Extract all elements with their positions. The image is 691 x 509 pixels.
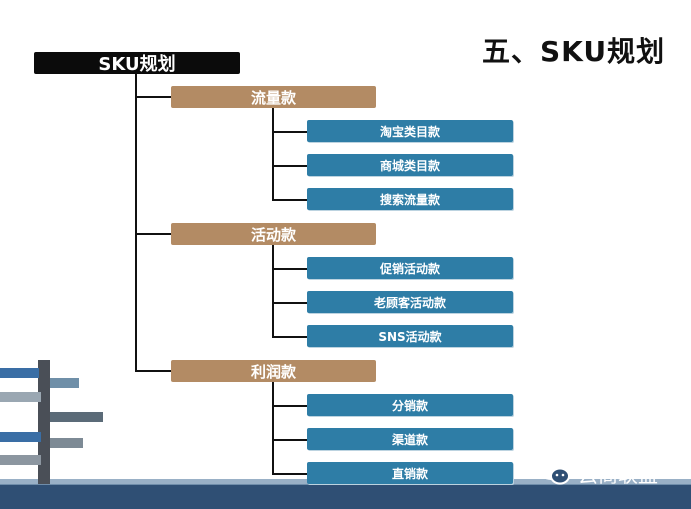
item-node: 淘宝类目款 — [307, 120, 513, 142]
watermark-text: 云商联盟 — [578, 462, 658, 487]
watermark: 云商联盟 — [538, 458, 658, 488]
item-node: 促销活动款 — [307, 257, 513, 279]
bottom-band — [0, 484, 691, 509]
item-connector — [272, 336, 307, 338]
category-trunk — [272, 244, 274, 338]
signpost-board — [50, 438, 83, 448]
item-node: 商城类目款 — [307, 154, 513, 176]
item-connector — [272, 439, 307, 441]
wechat-icon — [539, 460, 570, 485]
category-connector — [135, 96, 171, 98]
item-connector — [272, 302, 307, 304]
category-node-activity: 活动款 — [171, 223, 376, 245]
signpost-board — [0, 432, 41, 442]
category-node-traffic: 流量款 — [171, 86, 376, 108]
item-connector — [272, 405, 307, 407]
item-node: 渠道款 — [307, 428, 513, 450]
category-trunk — [272, 381, 274, 475]
item-node: 搜索流量款 — [307, 188, 513, 210]
root-connector — [135, 74, 137, 372]
slide-title: 五、SKU规划 — [482, 35, 666, 68]
item-connector — [272, 199, 307, 201]
item-node: 分销款 — [307, 394, 513, 416]
category-node-profit: 利润款 — [171, 360, 376, 382]
signpost-board — [0, 392, 41, 402]
item-connector — [272, 165, 307, 167]
category-trunk — [272, 107, 274, 201]
item-connector — [272, 131, 307, 133]
category-connector — [135, 370, 171, 372]
signpost-pole — [38, 360, 50, 484]
item-node: 老顾客活动款 — [307, 291, 513, 313]
item-node: SNS活动款 — [307, 325, 513, 347]
root-node: SKU规划 — [34, 52, 240, 75]
item-connector — [272, 268, 307, 270]
signpost-board — [0, 455, 41, 465]
category-connector — [135, 233, 171, 235]
item-connector — [272, 473, 307, 475]
signpost-board — [50, 412, 103, 422]
item-node: 直销款 — [307, 462, 513, 484]
signpost-board — [50, 378, 79, 388]
signpost-board — [0, 368, 39, 378]
